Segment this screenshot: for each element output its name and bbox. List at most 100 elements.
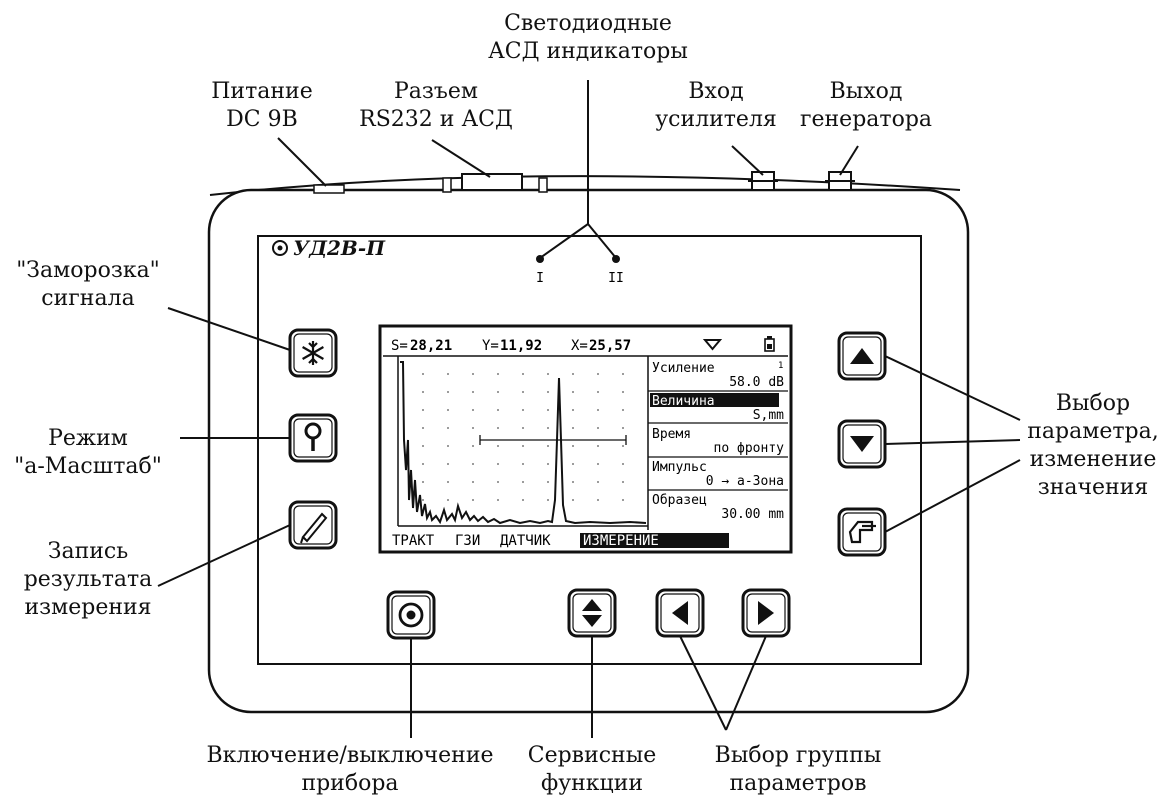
grid-dot: [622, 499, 624, 501]
label-connector-line2: RS232 и АСД: [359, 107, 513, 132]
grid-dot: [447, 427, 449, 429]
grid-dot: [622, 391, 624, 393]
grid-dot: [447, 463, 449, 465]
grid-dot: [497, 463, 499, 465]
a-scan-trace: [400, 361, 647, 525]
param-time-value: по фронту: [714, 441, 785, 456]
readout-s-value: 28,21: [410, 338, 452, 354]
label-record-line2: результата: [24, 567, 153, 592]
grid-dot: [447, 373, 449, 375]
param-quantity-name: Величина: [652, 394, 715, 409]
triangle-left-icon: [672, 601, 688, 625]
grid-dot: [497, 481, 499, 483]
label-param-line2: параметра,: [1027, 419, 1158, 444]
label-record-line1: Запись: [48, 539, 128, 564]
grid-dot: [522, 427, 524, 429]
grid-dot: [472, 391, 474, 393]
zoom-button-inner: [293, 418, 333, 458]
triangle-down-icon: [850, 436, 874, 452]
battery-tip: [767, 336, 772, 339]
grid-dot: [547, 427, 549, 429]
grid-dot: [422, 481, 424, 483]
grid-dot: [497, 499, 499, 501]
triangle-up-icon: [850, 348, 874, 364]
param-sample-name: Образец: [652, 493, 707, 508]
label-led-line1: Светодиодные: [504, 11, 672, 36]
grid-dot: [522, 499, 524, 501]
up-button-inner: [842, 336, 882, 376]
grid-dot: [522, 373, 524, 375]
readout-y-label: Y=: [482, 338, 499, 354]
leader-record: [157, 524, 291, 587]
zoom-button[interactable]: [288, 413, 338, 463]
up-button[interactable]: [837, 331, 887, 381]
magnifier-icon: [304, 422, 322, 451]
grid-dot: [547, 391, 549, 393]
tab-measurement[interactable]: ИЗМЕРЕНИЕ: [583, 533, 659, 549]
leader-amp-input: [731, 145, 764, 176]
grid-dot: [597, 499, 599, 501]
grid-dot: [447, 391, 449, 393]
label-power-switch-line1: Включение/выключение: [206, 743, 493, 768]
leader-right: [725, 635, 767, 731]
readout-y-value: 11,92: [500, 338, 542, 354]
label-led-line2: АСД индикаторы: [488, 39, 688, 64]
power-button[interactable]: [386, 590, 436, 640]
label-connector-line1: Разъем: [394, 79, 478, 104]
tab-tract[interactable]: ТРАКТ: [392, 533, 435, 549]
grid-dot: [622, 373, 624, 375]
grid-dot: [472, 481, 474, 483]
left-button[interactable]: [655, 588, 705, 638]
lcd-screen: S= 28,21 Y= 11,92 X= 25,57 Усил: [378, 324, 793, 554]
service-button[interactable]: [567, 588, 617, 638]
service-button-frame[interactable]: [567, 588, 617, 638]
param-time-name: Время: [652, 427, 691, 442]
grid-dot: [447, 499, 449, 501]
label-power-line2: DC 9В: [226, 107, 298, 132]
param-gain-value: 58.0 dB: [729, 375, 784, 390]
power-jack: [313, 184, 345, 194]
leader-led-1: [539, 223, 589, 259]
grid-dot: [422, 445, 424, 447]
label-amp-input-line2: усилителя: [655, 107, 777, 132]
label-zoom-line1: Режим: [48, 426, 128, 451]
leader-power: [277, 137, 327, 187]
grid-dot: [522, 391, 524, 393]
grid-dot: [622, 445, 624, 447]
grid-dot: [522, 409, 524, 411]
right-button[interactable]: [741, 588, 791, 638]
grid-dot: [422, 499, 424, 501]
grid-dot: [597, 445, 599, 447]
power-icon: [398, 602, 424, 628]
grid-dot: [447, 445, 449, 447]
grid-dot: [547, 445, 549, 447]
readout-s-label: S=: [391, 338, 408, 354]
logo-dot: [277, 245, 283, 251]
label-record-line3: измерения: [24, 595, 151, 620]
readout-x-label: X=: [571, 338, 588, 354]
label-gen-output-line2: генератора: [800, 107, 932, 132]
leader-led-2: [587, 223, 617, 259]
grid-dot: [622, 427, 624, 429]
label-group-line1: Выбор группы: [715, 743, 882, 768]
tab-sensor[interactable]: ДАТЧИК: [500, 533, 551, 549]
grid-dot: [547, 409, 549, 411]
down-button[interactable]: [837, 419, 887, 469]
grid-dot: [572, 445, 574, 447]
grid-dot: [547, 373, 549, 375]
grid-dot: [572, 373, 574, 375]
enter-button-frame[interactable]: [837, 507, 887, 557]
brand-name: УД2В-П: [293, 236, 386, 260]
tab-gzi[interactable]: ГЗИ: [455, 533, 480, 549]
probe-icon: [702, 339, 723, 351]
grid-dot: [572, 391, 574, 393]
freeze-button[interactable]: [288, 328, 338, 378]
grid-dot: [472, 499, 474, 501]
grid-dot: [572, 409, 574, 411]
enter-button[interactable]: [837, 507, 887, 557]
grid-dot: [497, 409, 499, 411]
up-down-icon: [582, 599, 602, 627]
record-button[interactable]: [288, 500, 338, 550]
leader-freeze: [167, 307, 291, 351]
param-pulse-name: Импульс: [652, 460, 707, 475]
